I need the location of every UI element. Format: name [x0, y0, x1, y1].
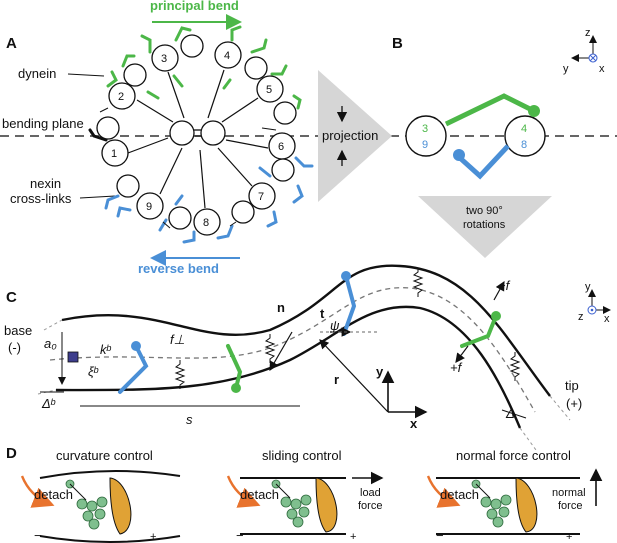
xib-label: ξᵇ	[88, 364, 99, 379]
sliding-title: sliding control	[262, 448, 342, 463]
tip-label: tip	[565, 378, 579, 393]
doublet-2-label: 2	[118, 91, 124, 103]
s-label: s	[186, 412, 193, 427]
doublet-7-label: 7	[258, 191, 264, 203]
axis-x-label: x	[599, 63, 605, 75]
delta-label: Δ	[505, 406, 515, 421]
axis-z-label: z	[585, 27, 591, 39]
dynein-pointer	[67, 73, 105, 77]
crosslink-ends	[131, 271, 501, 393]
panel-a-label: A	[6, 35, 17, 52]
doublet-numbers: 1 2 3 4 5 6 7 8 9	[111, 50, 284, 229]
c-axis-x-label: x	[604, 313, 610, 325]
f-perp-label: f⊥	[170, 332, 185, 347]
b-right-top: 4	[521, 123, 527, 135]
minus-3: −	[436, 528, 444, 543]
plus-f-label: +f	[450, 360, 463, 375]
rotation-line1: two 90°	[466, 205, 503, 217]
b-left-bottom: 9	[422, 139, 428, 151]
plus-3: +	[566, 531, 572, 543]
rotation-arrow	[418, 196, 552, 258]
panel-d-label: D	[6, 445, 17, 462]
normal-label-2: force	[558, 500, 582, 512]
doublet-8-label: 8	[203, 217, 209, 229]
panel-c-label: C	[6, 289, 17, 306]
plus-1: +	[150, 531, 156, 543]
normal-title: normal force control	[456, 448, 571, 463]
c-axis-y-label: y	[585, 281, 591, 293]
base-attachment	[67, 351, 79, 363]
blue-dynein-arms	[104, 156, 314, 244]
tip-sign: (+)	[566, 396, 582, 411]
doublet-6-label: 6	[278, 141, 284, 153]
nexin-links	[99, 107, 277, 229]
a0-label: a₀	[44, 336, 57, 351]
c-axis-z-label: z	[578, 311, 584, 323]
radial-spokes	[127, 69, 269, 209]
black-dynein-arm	[88, 128, 108, 142]
load-label-1: load	[360, 487, 381, 499]
nexin-pointer	[79, 195, 116, 199]
normal-vector	[269, 331, 293, 372]
dynein-label: dynein	[18, 66, 56, 81]
curvature-title: curvature control	[56, 448, 153, 463]
b-right-bottom: 8	[521, 139, 527, 151]
normal-label-1: normal	[552, 487, 586, 499]
doublet-9-label: 9	[146, 201, 152, 213]
projection-arrow	[318, 70, 392, 202]
principal-bend-label: principal bend	[150, 0, 239, 13]
springs	[174, 268, 521, 389]
flagellum-filament	[37, 264, 571, 451]
projected-doublets	[405, 93, 546, 180]
green-dynein-arms	[106, 25, 302, 110]
axis-y-label: y	[563, 63, 569, 75]
nexin-label: nexin	[30, 176, 61, 191]
panel-b-label: B	[392, 35, 403, 52]
plus-2: +	[350, 531, 356, 543]
t-label: t	[320, 306, 325, 321]
normal-force-scene	[426, 468, 603, 535]
curvature-scene	[20, 470, 181, 543]
detach-label-1: detach	[34, 487, 73, 502]
crosslinks-c	[118, 274, 498, 394]
n-label: n	[277, 300, 285, 315]
doublet-3-label: 3	[161, 53, 167, 65]
panel-b-axes: z y x	[563, 27, 605, 75]
doublet-5-label: 5	[266, 84, 272, 96]
cross-links-label: cross-links	[10, 191, 72, 206]
base-label: base	[4, 323, 32, 338]
minus-2: −	[236, 528, 244, 543]
panel-c-axes: y z x	[578, 281, 611, 325]
minus-1: −	[34, 528, 42, 543]
position-vector	[319, 339, 389, 413]
frame-x-label: x	[410, 416, 418, 431]
detach-label-2: detach	[240, 487, 279, 502]
kb-label: kᵇ	[100, 342, 112, 357]
delta-b-label: Δᵇ	[41, 396, 56, 411]
psi-label: ψ	[330, 318, 340, 333]
bending-plane-label: bending plane	[2, 116, 84, 131]
b-left-top: 3	[422, 123, 428, 135]
sliding-scene	[226, 471, 384, 535]
load-label-2: force	[358, 500, 382, 512]
r-label: r	[334, 372, 339, 387]
detach-label-3: detach	[440, 487, 479, 502]
axoneme-cross-section	[96, 34, 297, 236]
projection-label: projection	[322, 128, 378, 143]
rotation-line2: rotations	[463, 219, 506, 231]
doublet-1-label: 1	[111, 148, 117, 160]
plus-f-arrow	[455, 345, 469, 363]
base-sign: (-)	[8, 340, 21, 355]
doublet-4-label: 4	[224, 50, 230, 62]
reverse-bend-label: reverse bend	[138, 261, 219, 276]
minus-f-arrow	[493, 280, 505, 301]
minus-f-label: −f	[498, 278, 511, 293]
delta-bar	[501, 409, 527, 419]
frame-y-label: y	[376, 364, 384, 379]
